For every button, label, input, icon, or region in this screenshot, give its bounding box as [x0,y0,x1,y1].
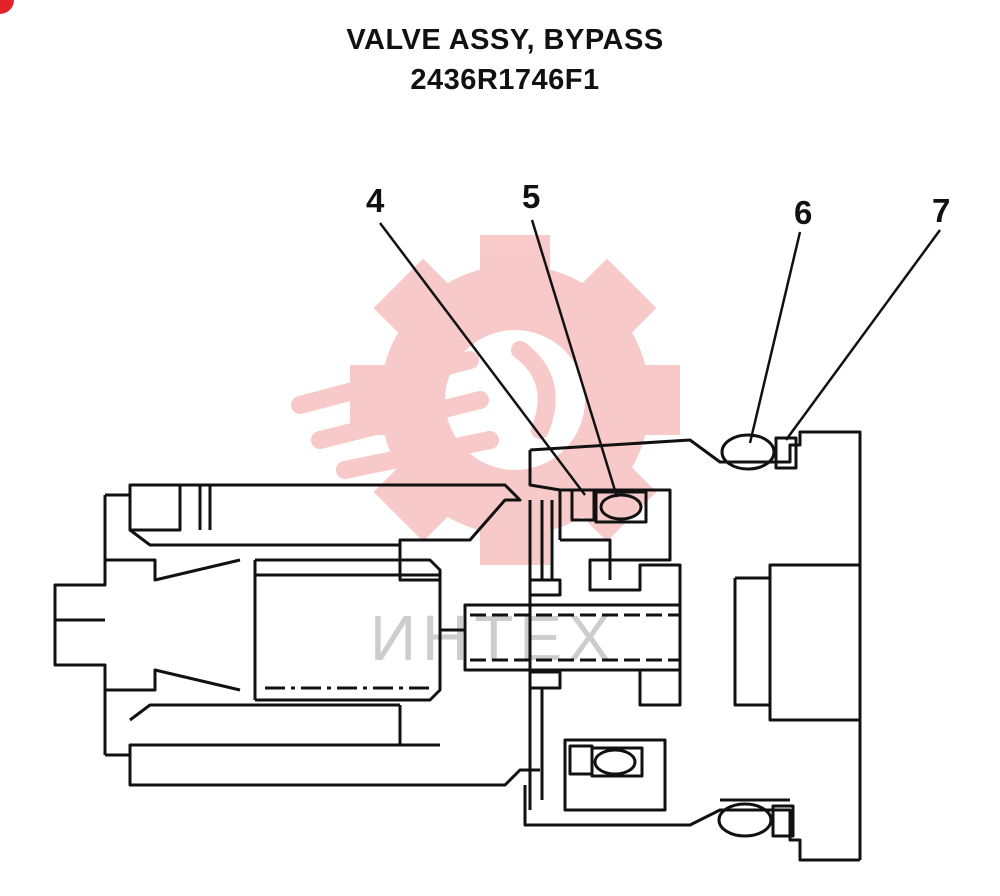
callout-leaders [379,219,942,498]
callout-6: 6 [794,194,812,231]
watermark-logo: ИНТЕХ [291,235,680,674]
leader-6 [748,231,802,444]
part-number: 2436R1746F1 [410,64,600,96]
callout-5: 5 [522,178,540,215]
leader-4 [379,222,586,496]
callout-7: 7 [932,192,950,229]
callout-4: 4 [366,182,385,219]
watermark-text: ИНТЕХ [370,602,617,674]
drawing-title: VALVE ASSY, BYPASS [346,24,664,56]
valve-cross-section [53,430,862,862]
leader-5 [530,219,619,498]
leader-7 [784,229,942,441]
